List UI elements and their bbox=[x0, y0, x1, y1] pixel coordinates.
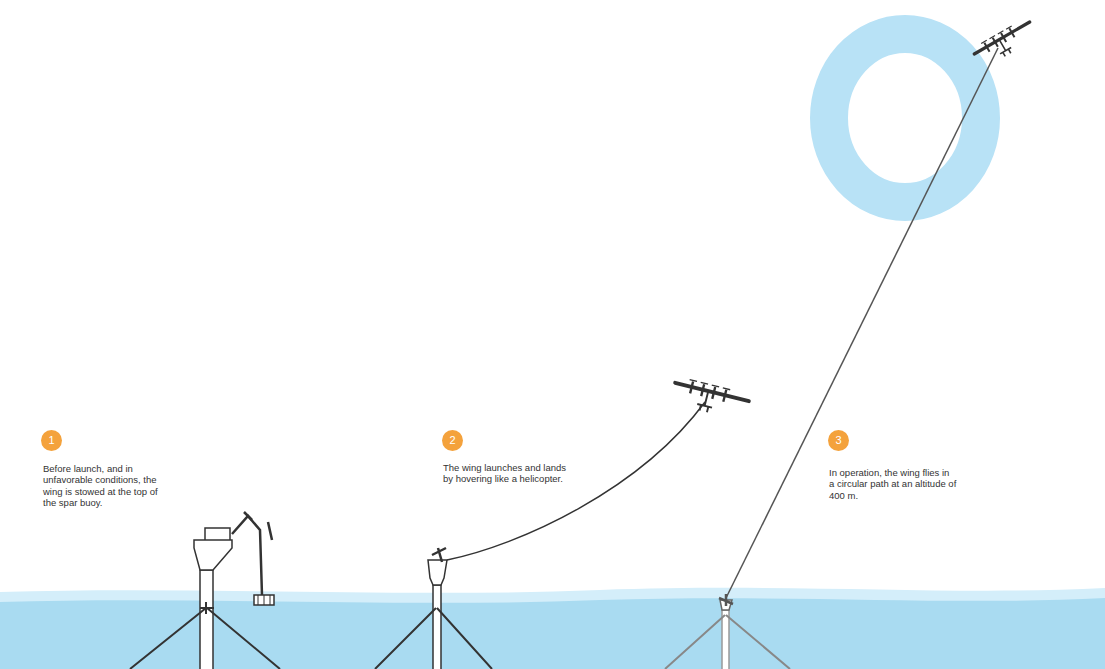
callout-number: 1 bbox=[48, 435, 54, 446]
spar-buoy bbox=[375, 402, 705, 669]
flight-path-ring bbox=[829, 34, 981, 202]
callout-number: 2 bbox=[449, 435, 455, 446]
callout-text: In operation, the wing flies in a circul… bbox=[829, 467, 957, 501]
callout-circle: 3 bbox=[828, 430, 849, 451]
callout-circle-fill bbox=[442, 430, 463, 451]
spar-buoy bbox=[130, 512, 280, 669]
callout-text: The wing launches and lands by hovering … bbox=[443, 462, 571, 485]
callout-circle: 1 bbox=[41, 430, 62, 451]
sea bbox=[0, 598, 1105, 669]
spar-buoy bbox=[665, 48, 998, 669]
callout-circle-fill bbox=[828, 430, 849, 451]
callout-number: 3 bbox=[835, 435, 841, 446]
callout-circle: 2 bbox=[442, 430, 463, 451]
callout-text: Before launch, and in unfavorable condit… bbox=[43, 463, 171, 509]
callout-circle-fill bbox=[41, 430, 62, 451]
sea-surface bbox=[0, 588, 1105, 669]
